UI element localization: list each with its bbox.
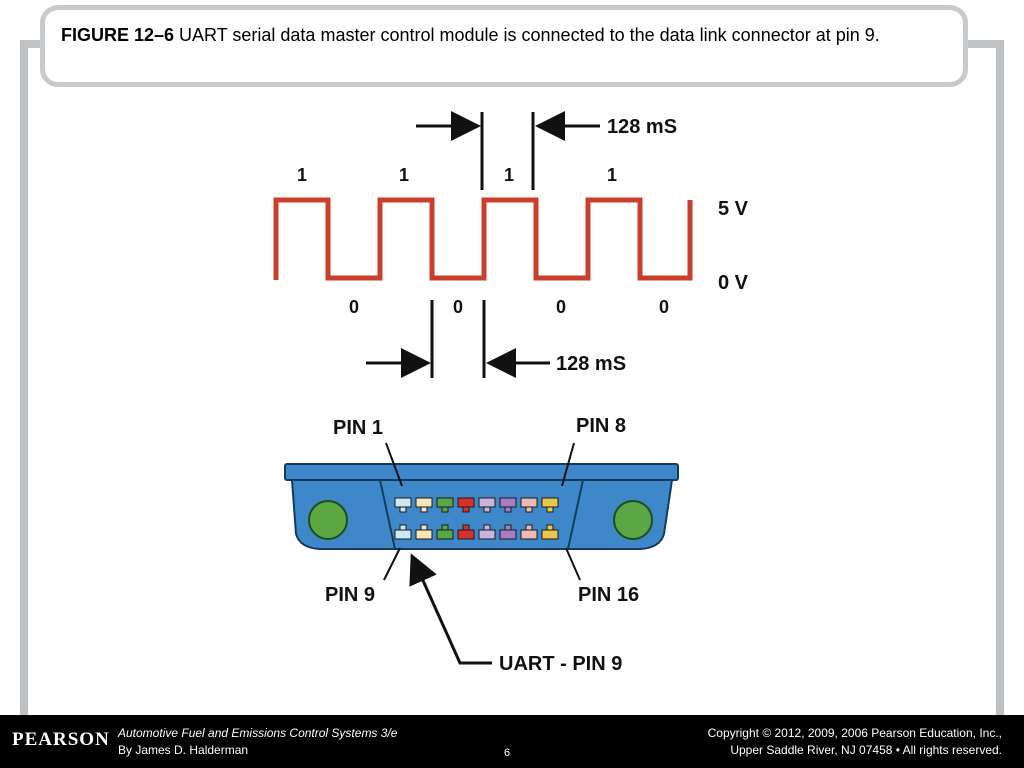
connector-pin: [394, 497, 412, 513]
connector-pin: [499, 497, 517, 513]
copyright-line-2: Upper Saddle River, NJ 07458 • All right…: [730, 743, 1002, 757]
book-title: Automotive Fuel and Emissions Control Sy…: [118, 726, 398, 740]
high-bit-label: 1: [399, 165, 409, 185]
high-bit-label: 1: [504, 165, 514, 185]
author: By James D. Halderman: [118, 743, 249, 757]
square-wave-signal: [273, 197, 693, 281]
high-bit-label: 1: [607, 165, 617, 185]
connector-pin: [541, 524, 559, 540]
figure-number: FIGURE 12–6: [61, 25, 175, 45]
connector-pin: [436, 524, 454, 540]
pin16-label: PIN 16: [578, 584, 639, 606]
data-link-connector: [284, 463, 679, 550]
pin1-label: PIN 1: [333, 417, 383, 439]
bottom-interval-marker: [366, 300, 550, 378]
slide-frame-left: [20, 40, 28, 720]
pin16-leader: [565, 547, 581, 581]
top-interval-marker: [416, 111, 600, 190]
copyright-line-1: Copyright © 2012, 2009, 2006 Pearson Edu…: [707, 726, 1002, 740]
slide-frame-right: [996, 40, 1004, 720]
pin8-leader: [561, 442, 575, 487]
connector-pin: [478, 497, 496, 513]
uart-pointer-arrow: [409, 553, 492, 665]
low-bit-label: 0: [453, 297, 463, 317]
caption-text: UART serial data master control module i…: [174, 25, 880, 45]
figure-caption: FIGURE 12–6 UART serial data master cont…: [40, 5, 968, 87]
pin8-label: PIN 8: [576, 415, 626, 437]
connector-pin: [415, 497, 433, 513]
pearson-logo: PEARSON: [12, 729, 110, 750]
pin1-leader: [385, 442, 403, 487]
page-number: 6: [504, 747, 511, 759]
connector-pin: [457, 524, 475, 540]
low-bit-label: 0: [556, 297, 566, 317]
bottom-interval-label: 128 mS: [556, 353, 626, 375]
pin-cavity: [378, 479, 585, 550]
connector-pin: [436, 497, 454, 513]
low-voltage-label: 0 V: [718, 272, 749, 294]
high-bit-label: 1: [297, 165, 307, 185]
mount-hole-right: [613, 500, 653, 540]
connector-pin: [499, 524, 517, 540]
top-interval-label: 128 mS: [607, 116, 677, 138]
connector-pin: [478, 524, 496, 540]
uart-diagram: 1 1 1 1 0 0 0 0 5 V 0 V 128 mS 128 mS PI…: [273, 111, 749, 675]
connector-pin: [520, 524, 538, 540]
connector-pin: [457, 497, 475, 513]
connector-pin: [394, 524, 412, 540]
connector-pin: [520, 497, 538, 513]
connector-pin: [541, 497, 559, 513]
pin9-leader: [383, 547, 401, 581]
low-bit-label: 0: [349, 297, 359, 317]
slide-footer: PEARSON Automotive Fuel and Emissions Co…: [0, 715, 1024, 768]
uart-pin9-label: UART - PIN 9: [499, 653, 622, 675]
high-voltage-label: 5 V: [718, 198, 749, 220]
connector-pin: [415, 524, 433, 540]
mount-hole-left: [308, 500, 348, 540]
low-bit-label: 0: [659, 297, 669, 317]
pin9-label: PIN 9: [325, 584, 375, 606]
